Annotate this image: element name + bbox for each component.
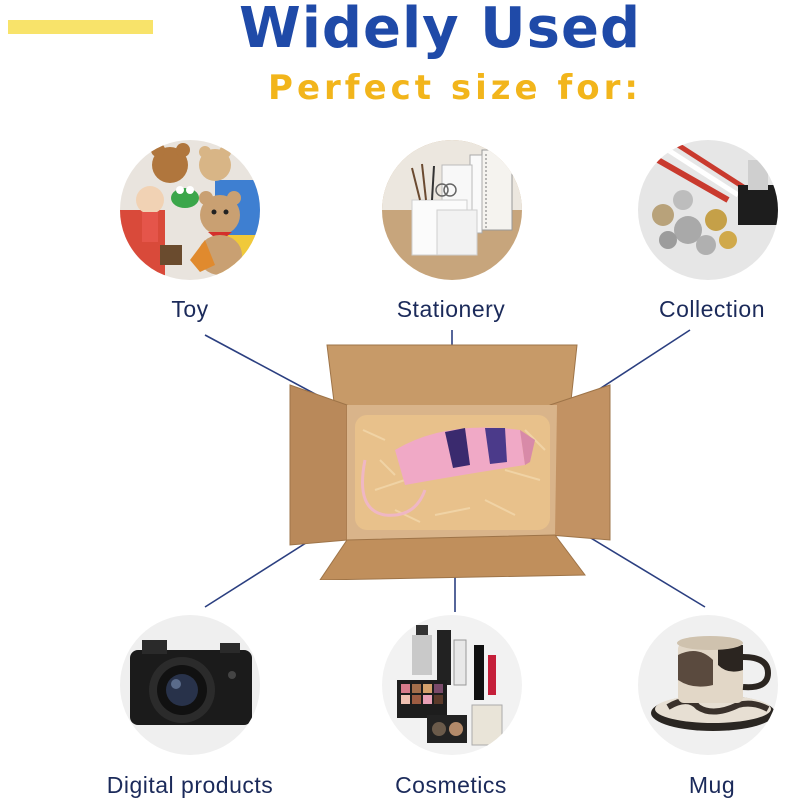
desk-organizer-icon: [382, 140, 522, 280]
open-box-image: [285, 340, 615, 580]
digital-products-image: [120, 615, 260, 755]
accent-bar: [8, 20, 153, 34]
toy-image: [120, 140, 260, 280]
label-collection: Collection: [659, 296, 765, 322]
label-cosmetics: Cosmetics: [395, 772, 507, 798]
label-stationery: Stationery: [396, 296, 506, 322]
label-digital-products: Digital products: [106, 772, 274, 798]
page-subtitle: Perfect size for:: [268, 68, 642, 108]
camera-icon: [120, 615, 260, 755]
mug-icon: [638, 615, 778, 755]
label-mug: Mug: [688, 772, 736, 798]
teddy-bear-toys-icon: [120, 140, 260, 280]
page-title: Widely Used: [238, 0, 642, 61]
cosmetics-image: [382, 615, 522, 755]
medals-coins-icon: [638, 140, 778, 280]
collection-image: [638, 140, 778, 280]
mug-image: [638, 615, 778, 755]
makeup-icon: [382, 615, 522, 755]
stationery-image: [382, 140, 522, 280]
label-toy: Toy: [171, 296, 209, 322]
